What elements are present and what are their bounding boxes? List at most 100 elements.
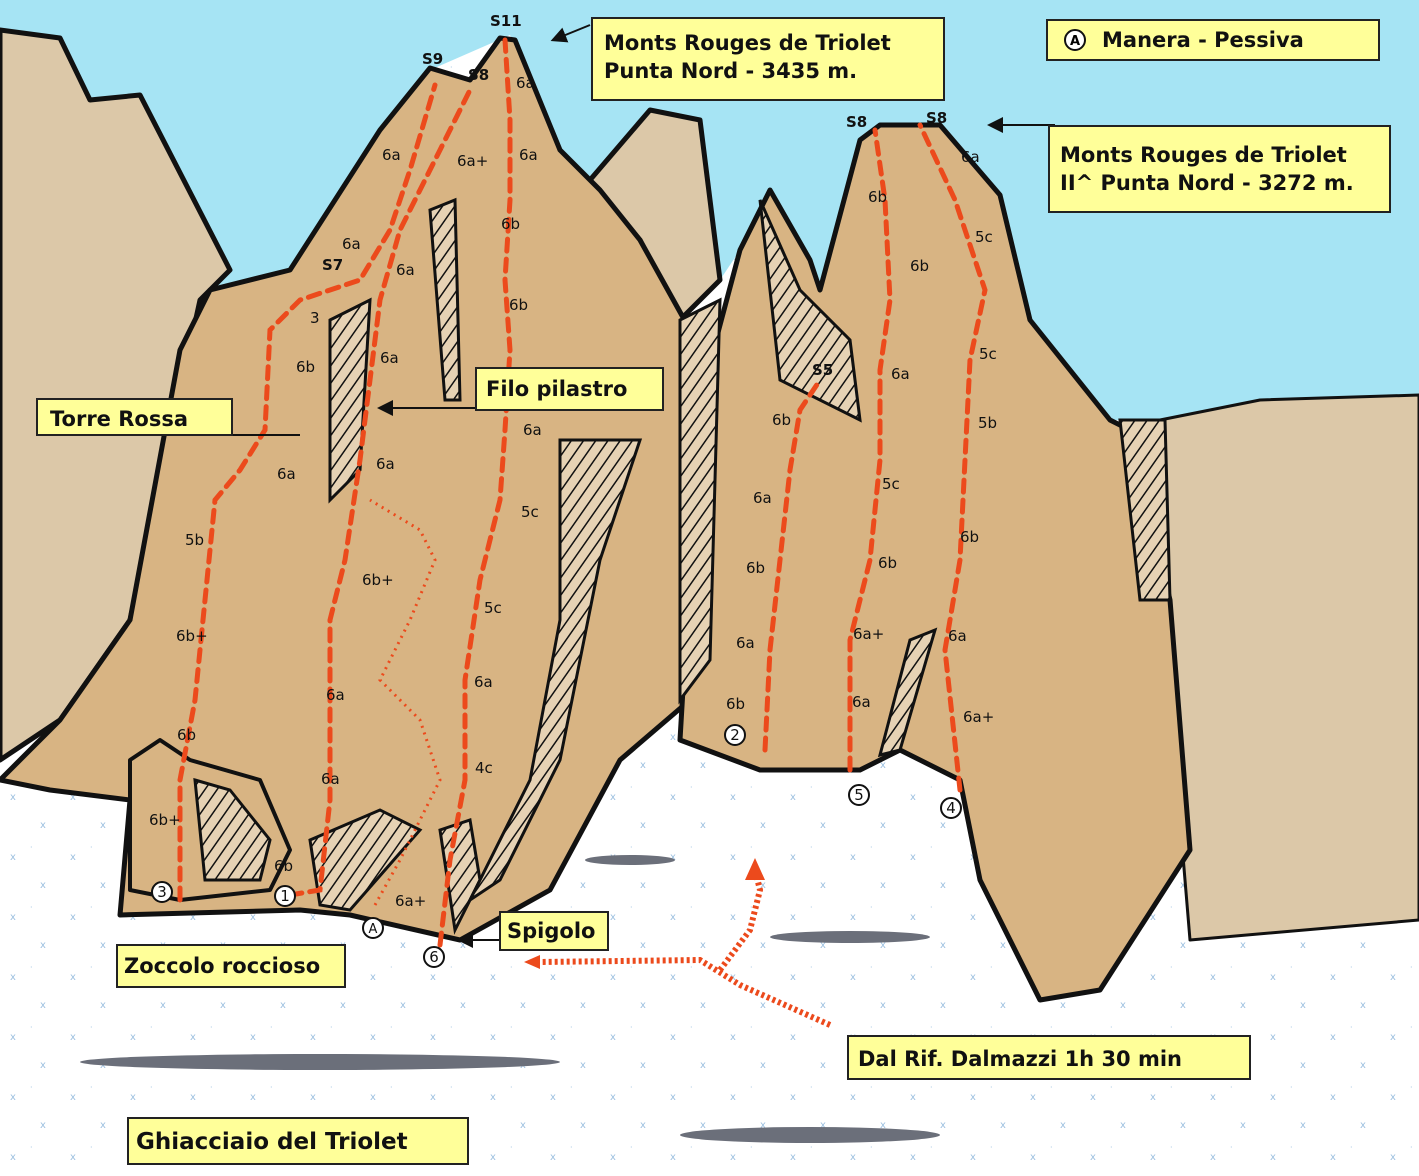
belay-label: S7 [322,256,343,274]
gully [1118,418,1172,602]
grade: 6a+ [853,625,884,643]
grade: 6b [501,215,520,233]
approach-arrowhead [524,955,540,969]
summit-label-second-punta-nord: Monts Rouges de Triolet II^ Punta Nord -… [1048,125,1391,213]
route-start-4[interactable]: 4 [940,797,962,819]
grade: 6b+ [362,571,394,589]
route-start-5[interactable]: 5 [848,784,870,806]
grade: 6a [380,349,399,367]
gully [678,297,722,705]
route-6 [437,37,513,948]
grade: 6b [274,857,293,875]
spigolo-label: Spigolo [499,911,609,951]
approach-path [539,956,832,1028]
grade: 6a [519,146,538,164]
route-4 [917,122,988,793]
approach-text: Dal Rif. Dalmazzi 1h 30 min [858,1047,1182,1071]
route-start-6[interactable]: 6 [423,946,445,968]
approach-label: Dal Rif. Dalmazzi 1h 30 min [847,1035,1251,1080]
grade: 5c [882,475,900,493]
gully [758,199,862,423]
grade: 6a+ [395,892,426,910]
grade: 6a [961,148,980,166]
grade: 6b+ [176,627,208,645]
grade: 6b [509,296,528,314]
route-start-3[interactable]: 3 [151,881,173,903]
grade: 4c [475,759,493,777]
belay-label: S8 [926,109,947,127]
grade: 6a [852,693,871,711]
route-5 [847,127,893,773]
grade: 6a+ [963,708,994,726]
filo-pilastro-label: Filo pilastro [475,367,664,411]
belay-label: S8 [468,66,489,84]
grade: 6b [726,695,745,713]
torre-rossa-label: Torre Rossa [36,398,233,436]
grade: 6a [326,686,345,704]
summit-altitude: II^ Punta Nord - 3272 m. [1060,171,1354,195]
grade: 6a [342,235,361,253]
punta-nord-massif [0,35,693,943]
belay-label: S11 [490,12,522,30]
route-number: 1 [280,887,290,905]
grade: 6b [910,257,929,275]
grade: 5c [975,228,993,246]
route-a-dotted [369,498,442,906]
route-number: 6 [429,948,439,966]
zoccolo-label: Zoccolo roccioso [116,944,346,988]
gully [877,627,938,758]
crevasse [770,931,930,943]
route-3 [177,82,438,903]
grade: 6a [396,261,415,279]
grade: 5b [978,414,997,432]
grade: 5c [521,503,539,521]
background-ridge-right [1158,393,1419,942]
route-number: A [369,922,378,937]
crevasse [80,1054,560,1070]
route-number: 3 [157,883,167,901]
feature-label: Torre Rossa [50,407,188,431]
grade: 6a [753,489,772,507]
grade: 6a [382,146,401,164]
grade: 6b [878,554,897,572]
grade: 5c [484,599,502,617]
grade: 6b [296,358,315,376]
approach-path-up [717,869,764,972]
grade: 6a [321,770,340,788]
route-number: 2 [730,726,740,744]
grade-labels: 6a 6a+ 6a 6a 6b 6a 6a 6b 3 6b 6a 6a 6a 6… [149,74,997,910]
sky [0,0,1419,420]
route-1 [287,87,473,898]
grade: 6b [772,411,791,429]
grade: 6a [277,465,296,483]
summit-name: Monts Rouges de Triolet [604,31,891,55]
route-number: 5 [854,786,864,804]
belay-label: S9 [422,50,443,68]
route-start-2[interactable]: 2 [724,724,746,746]
gully [308,808,423,912]
legend-symbol: A [1070,34,1080,49]
summit-altitude: Punta Nord - 3435 m. [604,59,857,83]
grade: 6a [891,365,910,383]
gully [428,197,462,402]
route-start-1[interactable]: 1 [274,885,296,907]
legend-text: Manera - Pessiva [1102,28,1304,52]
grade: 3 [310,309,320,327]
route-start-a[interactable]: A [362,917,384,939]
summit-label-punta-nord: Monts Rouges de Triolet Punta Nord - 343… [591,17,945,101]
grade: 6a [736,634,755,652]
glacier-name: Ghiacciaio del Triolet [136,1129,408,1155]
grade: 6a [516,74,535,92]
route-2 [762,377,823,753]
feature-label: Filo pilastro [486,377,627,401]
grade: 6a+ [457,152,488,170]
crevasse [585,855,675,865]
glacier-label: Ghiacciaio del Triolet [127,1117,469,1165]
grade: 6a [948,627,967,645]
grade: 5b [185,531,204,549]
grade: 6a [474,673,493,691]
grade: 6b+ [149,811,181,829]
grade: 6b [746,559,765,577]
crevasse [680,1127,940,1143]
